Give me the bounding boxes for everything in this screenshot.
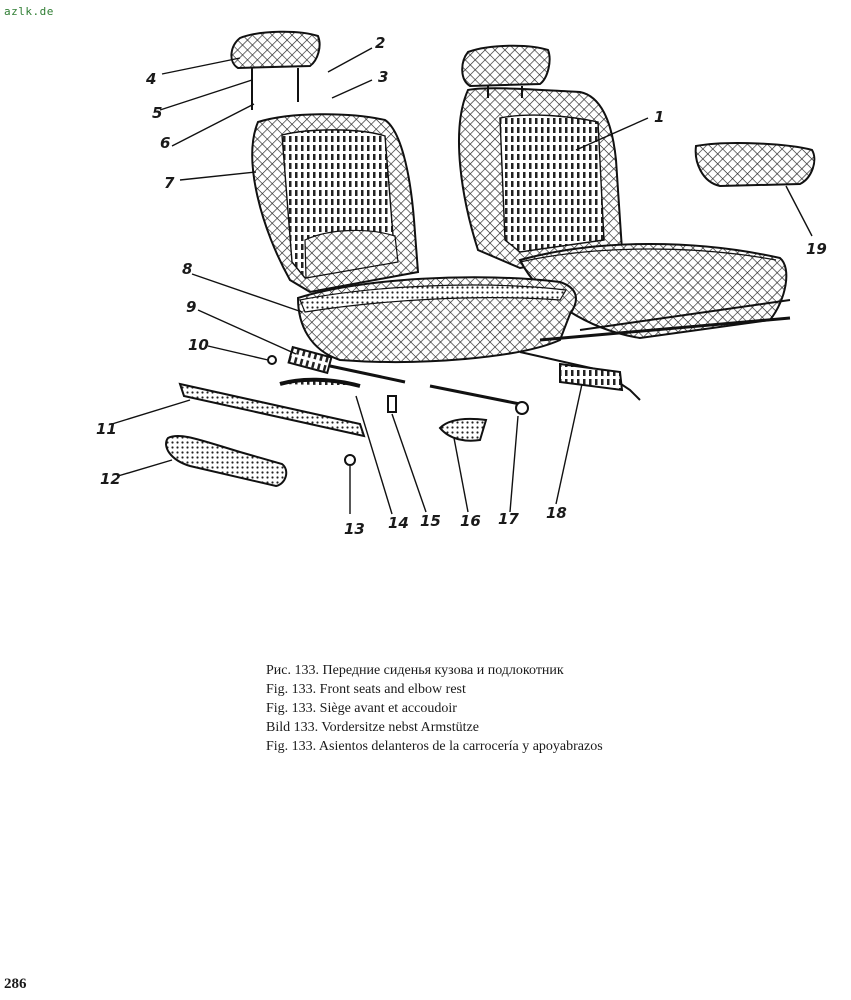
callout-15: 15 — [420, 512, 441, 530]
right-headrest — [461, 44, 551, 98]
callout-11: 11 — [96, 420, 117, 438]
caption-line-fr: Fig. 133. Siège avant et accoudoir — [266, 701, 457, 716]
arm-parts — [165, 382, 366, 488]
callout-5: 5 — [152, 104, 162, 122]
springs — [279, 345, 406, 388]
callout-12: 12 — [100, 470, 121, 488]
callout-16: 16 — [460, 512, 481, 530]
callout-10: 10 — [188, 336, 209, 354]
callout-7: 7 — [164, 174, 175, 192]
callout-9: 9 — [186, 298, 196, 316]
left-headrest — [230, 30, 321, 110]
caption-line-es: Fig. 133. Asientos delanteros de la carr… — [266, 739, 603, 754]
caption-line-en: Fig. 133. Front seats and elbow rest — [266, 682, 466, 697]
watermark: azlk.de — [4, 5, 54, 18]
seat-exploded-diagram: 1 2 3 4 5 6 7 8 9 10 11 12 13 14 15 16 1… — [96, 30, 827, 538]
figure-caption: Рис. 133. Передние сиденья кузова и подл… — [266, 661, 603, 756]
callout-3: 3 — [378, 68, 388, 86]
page-number: 286 — [4, 976, 27, 992]
callout-6: 6 — [160, 134, 170, 152]
hardware — [267, 355, 529, 466]
callout-13: 13 — [344, 520, 365, 538]
callout-14: 14 — [388, 514, 409, 532]
armrest — [694, 142, 816, 188]
caption-line-de: Bild 133. Vordersitze nebst Armstütze — [266, 720, 479, 735]
leader-lines — [111, 47, 813, 515]
left-seat — [251, 113, 577, 363]
callout-1: 1 — [654, 108, 664, 126]
callout-17: 17 — [498, 510, 519, 528]
callout-19: 19 — [806, 240, 827, 258]
callout-18: 18 — [546, 504, 567, 522]
seat-runner — [519, 299, 791, 401]
callout-8: 8 — [182, 260, 192, 278]
caption-line-ru: Рис. 133. Передние сиденья кузова и подл… — [266, 663, 564, 678]
callout-2: 2 — [375, 34, 385, 52]
callout-4: 4 — [145, 70, 156, 88]
callouts: 1 2 3 4 5 6 7 8 9 10 11 12 13 14 15 16 1… — [96, 34, 827, 538]
